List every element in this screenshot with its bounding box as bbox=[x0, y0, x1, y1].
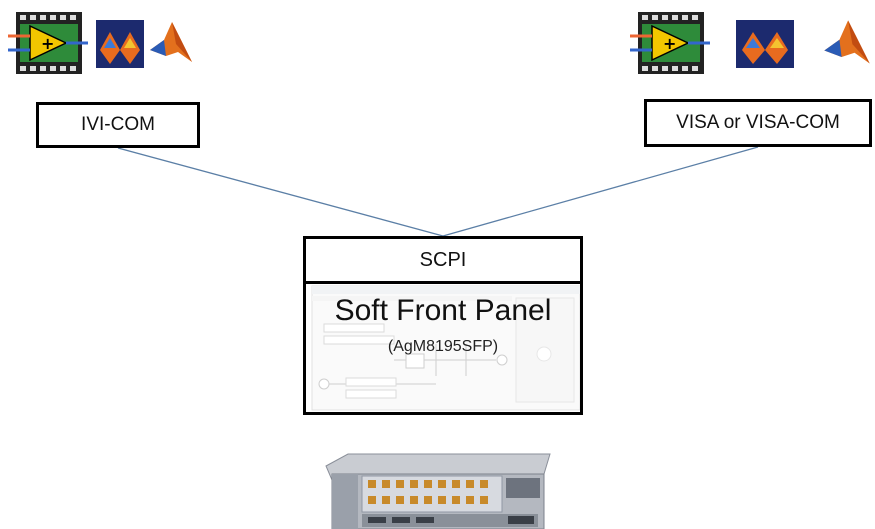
labview-icon: + bbox=[630, 12, 710, 74]
svg-text:+: + bbox=[663, 34, 676, 53]
visa-box: VISA or VISA-COM bbox=[644, 99, 872, 147]
left-icon-group: + bbox=[8, 10, 192, 74]
instrument-chassis-image bbox=[318, 452, 556, 529]
sfp-screenshot-background bbox=[311, 285, 580, 411]
svg-text:+: + bbox=[41, 34, 54, 53]
scpi-label: SCPI bbox=[419, 248, 467, 271]
ivi-com-label: IVI-COM bbox=[81, 114, 155, 135]
connector-right bbox=[442, 146, 759, 237]
right-icon-group: + bbox=[630, 10, 875, 74]
soft-front-panel-box: Soft Front Panel (AgM8195SFP) bbox=[303, 284, 583, 415]
matlab-icon bbox=[822, 16, 872, 70]
visa-label: VISA or VISA-COM bbox=[676, 112, 840, 133]
matlab-simulink-icon bbox=[736, 20, 794, 68]
matlab-icon bbox=[148, 18, 194, 68]
scpi-box: SCPI bbox=[303, 236, 583, 284]
matlab-simulink-icon bbox=[96, 20, 144, 68]
sfp-title: Soft Front Panel bbox=[334, 294, 552, 327]
connector-left bbox=[117, 147, 444, 237]
sfp-subtitle: (AgM8195SFP) bbox=[387, 338, 499, 355]
ivi-com-box: IVI-COM bbox=[36, 102, 200, 148]
labview-icon: + bbox=[8, 12, 88, 74]
